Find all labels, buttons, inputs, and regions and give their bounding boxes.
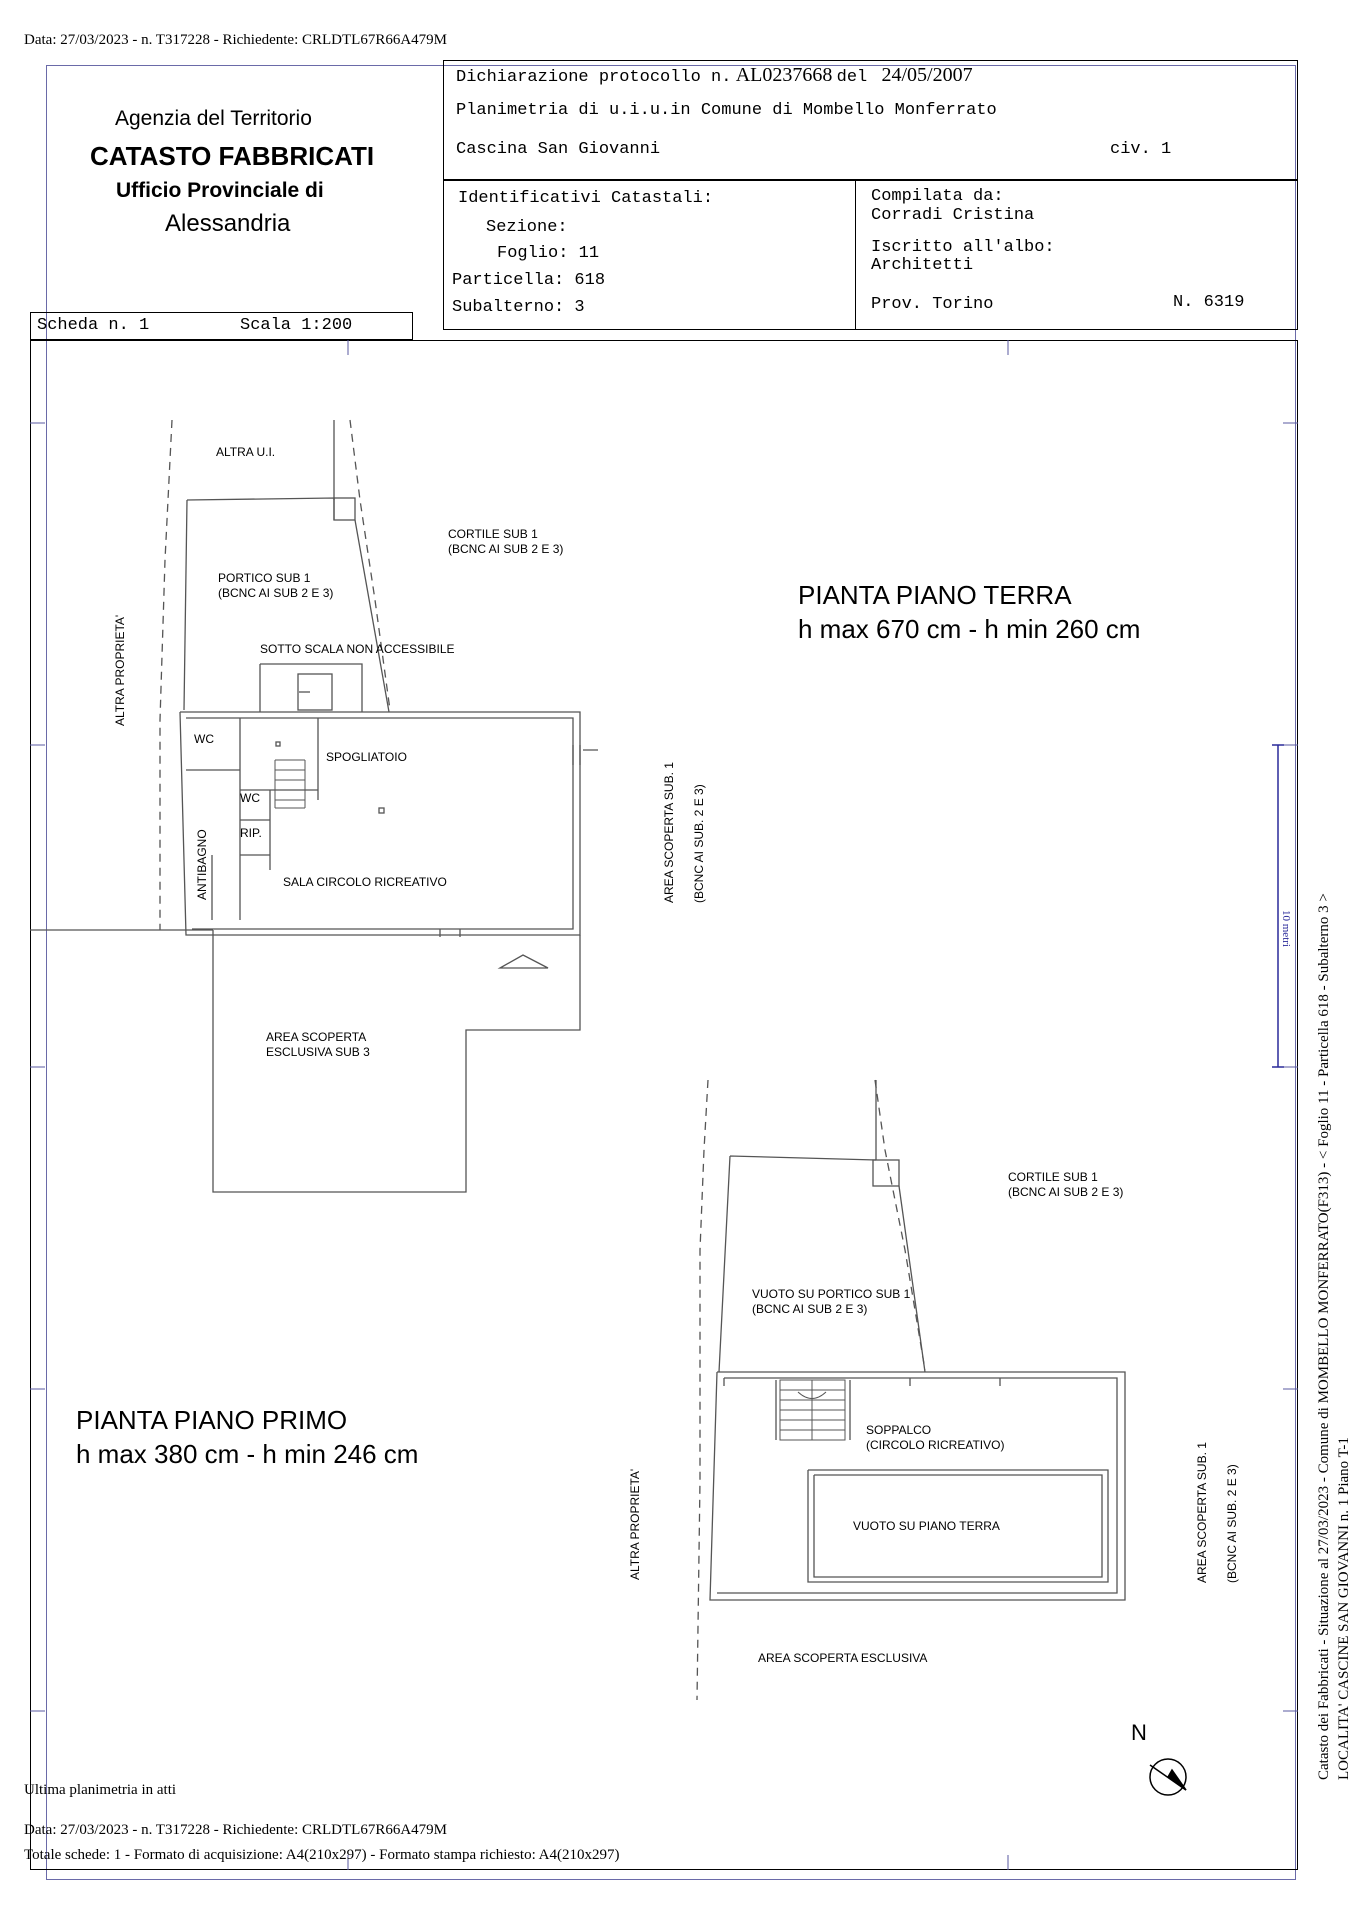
- identificativi-box: [443, 180, 1298, 330]
- footer-data: Data: 27/03/2023 - n. T317228 - Richiede…: [24, 1822, 448, 1838]
- planimetria-line: Planimetria di u.i.u.in Comune di Mombel…: [456, 101, 997, 120]
- first-floor-title: PIANTA PIANO PRIMO: [76, 1405, 348, 1435]
- ff-vuoto-portico-1: VUOTO SU PORTICO SUB 1: [752, 1287, 911, 1301]
- ff-soppalco-2: (CIRCOLO RICREATIVO): [866, 1438, 1005, 1452]
- gf-area-esclusiva-1: AREA SCOPERTA: [266, 1030, 367, 1044]
- scheda-number: Scheda n. 1: [37, 316, 150, 335]
- gf-sala: SALA CIRCOLO RICREATIVO: [283, 875, 447, 889]
- gf-spogliatoio: SPOGLIATOIO: [326, 750, 407, 764]
- ff-cortile-2: (BCNC AI SUB 2 E 3): [1008, 1185, 1124, 1199]
- gf-wc-2: WC: [240, 791, 260, 805]
- ff-altra-proprieta: ALTRA PROPRIETA': [628, 1468, 642, 1580]
- agency-name: Agenzia del Territorio: [115, 107, 312, 130]
- gf-altra-proprieta: ALTRA PROPRIETA': [113, 614, 127, 726]
- protocol-box: [443, 60, 1298, 180]
- scheda-box: [30, 312, 413, 340]
- side-cadastral-situation: Catasto dei Fabbricati - Situazione al 2…: [1316, 893, 1332, 1780]
- gf-altra-ui: ALTRA U.I.: [216, 445, 276, 459]
- gf-wc-1: WC: [194, 732, 214, 746]
- albo-label: Iscritto all'albo:: [871, 238, 1055, 257]
- ff-cortile-1: CORTILE SUB 1: [1008, 1170, 1098, 1184]
- protocol-label: Dichiarazione protocollo n.: [456, 68, 732, 87]
- foglio: Foglio: 11: [497, 244, 600, 263]
- albo-number: N. 6319: [1173, 293, 1245, 312]
- address-name: Cascina San Giovanni: [456, 140, 661, 159]
- compilata-name: Corradi Cristina: [871, 206, 1035, 225]
- ff-vuoto-terra: VUOTO SU PIANO TERRA: [853, 1519, 1000, 1533]
- ufficio-label: Ufficio Provinciale di: [116, 179, 324, 202]
- ufficio-city: Alessandria: [165, 210, 291, 237]
- sezione: Sezione:: [486, 218, 568, 237]
- address-civ: civ. 1: [1110, 140, 1172, 159]
- identificativi-divider: [855, 180, 856, 330]
- gf-rip: RIP.: [240, 826, 262, 840]
- gf-antibagno: ANTIBAGNO: [195, 829, 209, 900]
- ff-area-scoperta-2: (BCNC AI SUB. 2 E 3): [1225, 1464, 1239, 1583]
- gf-portico-2: (BCNC AI SUB 2 E 3): [218, 586, 334, 600]
- scale-bar-label: 10 metri: [1280, 910, 1292, 947]
- ff-vuoto-portico-2: (BCNC AI SUB 2 E 3): [752, 1302, 868, 1316]
- protocol-date: 24/05/2007: [881, 64, 973, 86]
- north-label: N: [1131, 1720, 1147, 1745]
- compilata-label: Compilata da:: [871, 187, 1004, 206]
- particella: Particella: 618: [452, 271, 606, 290]
- catasto-title: CATASTO FABBRICATI: [90, 141, 375, 171]
- identificativi-title: Identificativi Catastali:: [458, 189, 714, 208]
- gf-area-esclusiva-2: ESCLUSIVA SUB 3: [266, 1045, 370, 1059]
- ff-area-esclusiva: AREA SCOPERTA ESCLUSIVA: [758, 1651, 928, 1665]
- protocol-del-label: del: [836, 68, 868, 87]
- outer-frame: [46, 65, 1296, 1880]
- ff-area-scoperta-1: AREA SCOPERTA SUB. 1: [1195, 1442, 1209, 1583]
- first-floor-heights: h max 380 cm - h min 246 cm: [76, 1439, 419, 1469]
- gf-sotto-scala: SOTTO SCALA NON ACCESSIBILE: [260, 642, 455, 656]
- gf-area-scoperta-2: (BCNC AI SUB. 2 E 3): [692, 784, 706, 903]
- ground-floor-heights: h max 670 cm - h min 260 cm: [798, 614, 1141, 644]
- subalterno: Subalterno: 3: [452, 298, 585, 317]
- ff-soppalco-1: SOPPALCO: [866, 1423, 932, 1437]
- ground-floor-title: PIANTA PIANO TERRA: [798, 580, 1072, 610]
- footer-totale: Totale schede: 1 - Formato di acquisizio…: [24, 1847, 620, 1863]
- footer-ultima: Ultima planimetria in atti: [24, 1782, 177, 1798]
- protocol-line: Dichiarazione protocollo n. AL0237668 de…: [456, 64, 973, 87]
- gf-cortile-1: CORTILE SUB 1: [448, 527, 538, 541]
- drawing-frame: [30, 340, 1298, 1870]
- albo-value: Architetti: [871, 256, 974, 275]
- gf-area-scoperta-1: AREA SCOPERTA SUB. 1: [662, 762, 676, 903]
- gf-cortile-2: (BCNC AI SUB 2 E 3): [448, 542, 564, 556]
- protocol-number: AL0237668: [735, 64, 833, 86]
- side-locality: LOCALITA' CASCINE SAN GIOVANNI n. 1 Pian…: [1336, 1437, 1352, 1780]
- gf-portico-1: PORTICO SUB 1: [218, 571, 311, 585]
- scheda-scale: Scala 1:200: [240, 316, 353, 335]
- prov: Prov. Torino: [871, 295, 994, 314]
- header-request-line: Data: 27/03/2023 - n. T317228 - Richiede…: [24, 32, 448, 48]
